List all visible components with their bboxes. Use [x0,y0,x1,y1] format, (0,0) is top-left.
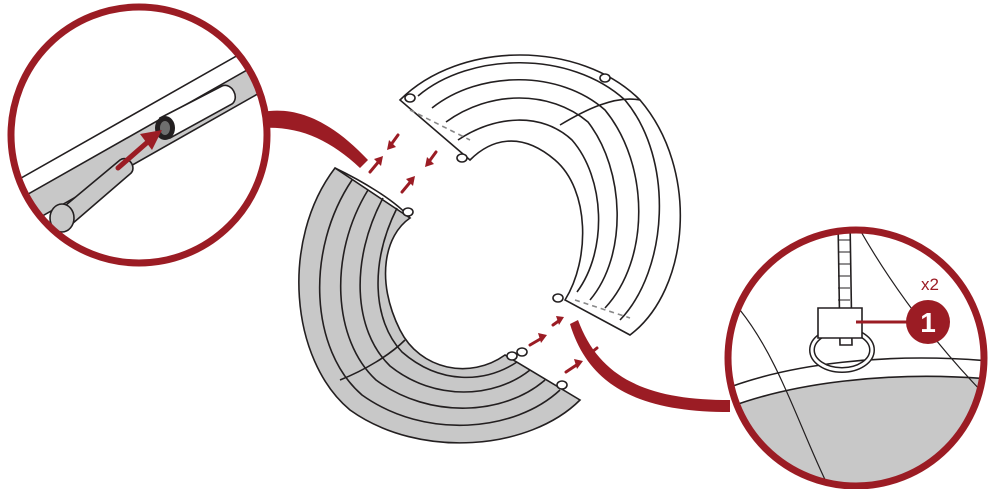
lower-half-hook-4 [557,381,567,389]
upper-cushion-half [400,55,680,335]
lower-half-hook-2 [507,352,517,360]
left-callout-connector [262,111,368,168]
arrow-join-6 [553,316,564,325]
right-callout-connector [570,320,730,412]
step-number-text: 1 [920,307,936,338]
arrow-join-4 [425,152,436,167]
lower-half-hook-3 [517,348,527,356]
upper-half-hook-3 [457,154,467,162]
arrow-join-5 [530,333,547,345]
right-detail-callout [700,220,988,489]
lower-half-hook-1 [403,208,413,216]
lower-cushion-half [299,168,580,443]
arrow-join-8 [592,348,597,352]
upper-half-hook-1 [405,94,415,102]
upper-half-hook-4 [553,294,563,302]
upper-half-hook-2 [600,74,610,82]
tie-buckle [818,308,862,338]
arrow-join-1 [370,156,383,172]
left-detail-callout [0,7,300,263]
arrow-join-2 [387,135,398,150]
arrow-join-3 [402,176,415,192]
arrow-join-7 [566,359,583,372]
quantity-label: x2 [921,275,939,294]
